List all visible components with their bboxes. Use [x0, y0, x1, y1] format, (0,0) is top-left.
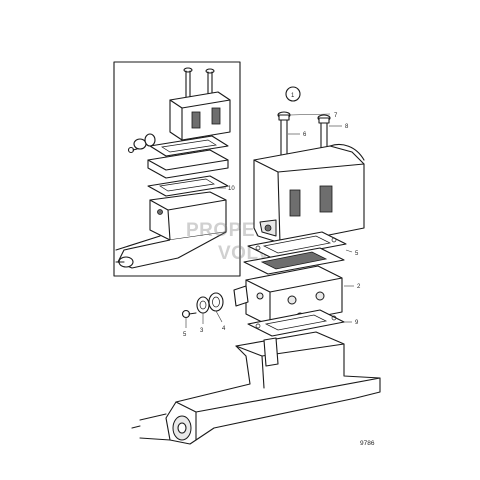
lower-exhaust-elbow — [131, 331, 381, 445]
callout-10: 10 — [228, 186, 235, 192]
callout-8: 8 — [345, 124, 349, 130]
inset-riser-block — [169, 91, 231, 141]
callout-5: 5 — [355, 251, 359, 257]
callout-labels: 7 8 6 5 2 9 5 3 4 — [183, 113, 361, 338]
inset-gasket-upper — [149, 135, 229, 157]
drawing-code: 9786 — [360, 440, 375, 447]
adapter-plate-thin — [243, 247, 345, 275]
inset-small-parts — [127, 133, 156, 154]
reference-circle: 1 — [285, 86, 301, 102]
inset-gasket-lower — [147, 175, 229, 197]
callout-2: 2 — [357, 284, 361, 290]
callout-5-lower: 5 — [183, 332, 187, 338]
inset-lower-body — [115, 191, 227, 269]
callout-7: 7 — [334, 113, 338, 119]
drain-plug-parts — [181, 292, 224, 319]
gasket-upper — [247, 231, 347, 259]
callout-6: 6 — [303, 132, 307, 138]
callout-4: 4 — [222, 326, 226, 332]
riser-elbow-block — [253, 143, 365, 245]
inset-detail-view: 10 — [113, 61, 241, 277]
inset-adapter-plate — [147, 149, 229, 179]
callout-9: 9 — [355, 320, 359, 326]
callout-ref-1: 1 — [291, 93, 295, 99]
callout-3: 3 — [200, 328, 204, 334]
